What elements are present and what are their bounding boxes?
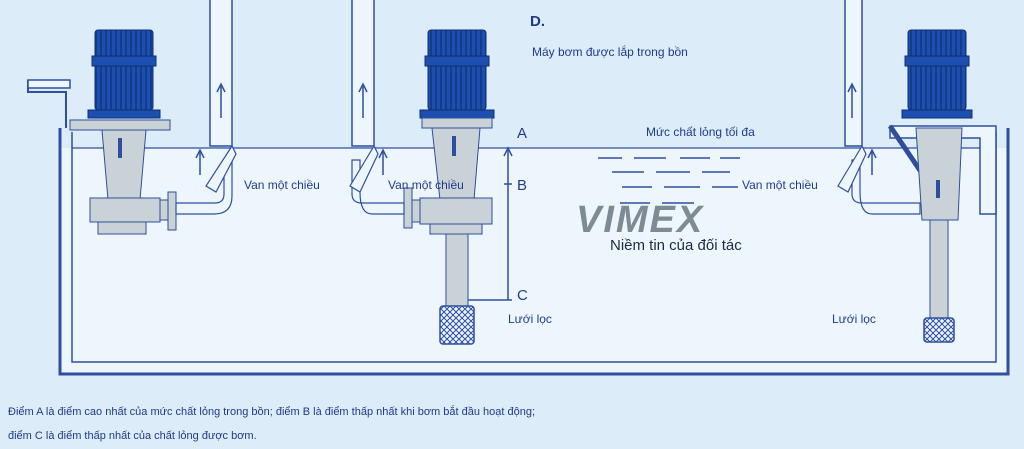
pump-right-shaft (936, 180, 940, 198)
filter-right (923, 317, 955, 343)
motor-right-flange (901, 109, 973, 119)
surface-dashes (598, 157, 740, 204)
check-valve-right (837, 144, 867, 193)
suction-pipe-right (929, 219, 949, 319)
pipe-right-riser (844, 0, 863, 147)
pipe-middle-elbow (351, 159, 405, 215)
pump-middle-inlet-flange (429, 223, 483, 235)
pump-left-column (101, 129, 147, 201)
point-b-label: B (517, 177, 527, 194)
pump-middle-casing (419, 197, 493, 225)
motor-middle (427, 29, 487, 111)
diagram-subtitle: Máy bơm được lắp trong bồn (532, 44, 688, 59)
filter-label-right: Lưới lọc (832, 312, 876, 326)
level-arrow-top (503, 146, 513, 157)
motor-left-flange (87, 109, 161, 119)
pump-left-plate (69, 119, 171, 131)
max-level-label: Mức chất lỏng tối đa (646, 125, 755, 139)
logo-brand: VIMEX (576, 199, 705, 241)
motor-middle-flange (419, 109, 495, 119)
tank-inner-wall (71, 132, 997, 363)
level-markers (468, 146, 513, 301)
motor-middle-band (424, 55, 490, 67)
pump-right (837, 0, 997, 343)
flow-arrow-right (847, 82, 857, 118)
motor-right-band (904, 55, 970, 67)
vimex-logo: VIMEX Niềm tin của đối tác (576, 199, 742, 254)
logo-slogan: Niềm tin của đối tác (610, 237, 742, 254)
pump-right-column (915, 127, 963, 221)
pipe-left-riser (209, 0, 233, 147)
note-line-1: Điểm A là điểm cao nhất của mức chất lỏn… (8, 406, 536, 418)
pump-left-inlet (97, 221, 147, 235)
pump-middle-plate (421, 117, 493, 129)
pump-middle (349, 0, 495, 345)
pump-left-flange (167, 191, 177, 231)
check-valve-label-right: Van một chiều (742, 178, 818, 192)
check-valve-label-middle: Van một chiều (388, 178, 464, 192)
pump-left-casing (89, 197, 161, 223)
pump-middle-outlet (411, 199, 421, 223)
filter-middle (439, 305, 475, 345)
flow-arrow-middle (358, 82, 368, 118)
check-valve-middle (349, 144, 379, 193)
pipe-middle-riser (351, 0, 375, 147)
pump-left-outlet (159, 199, 169, 221)
flow-arrow-left (216, 82, 226, 118)
suction-pipe-middle (445, 233, 469, 307)
pump-right-frame (889, 125, 997, 215)
check-valve-left (205, 144, 237, 193)
point-c-label: C (517, 287, 528, 304)
check-valve-label-left: Van một chiều (244, 178, 320, 192)
motor-right (907, 29, 967, 111)
motor-left (94, 29, 154, 111)
pump-left (69, 0, 237, 235)
valve-arrow-left (195, 148, 205, 175)
note-line-2: điểm C là điểm thấp nhất của chất lỏng đ… (8, 430, 257, 442)
pump-middle-flange (403, 187, 413, 229)
point-a-label: A (517, 125, 527, 142)
pump-middle-shaft (452, 136, 456, 156)
valve-arrow-middle (378, 148, 388, 175)
valve-arrow-right (867, 148, 877, 175)
filter-label-middle: Lưới lọc (508, 312, 552, 326)
liquid-area (60, 148, 1008, 374)
pump-left-shaft (118, 138, 122, 158)
diagram-heading: D. (530, 13, 545, 30)
motor-left-band (91, 55, 157, 67)
tank-outer-wall (58, 128, 1010, 376)
mount-plate (27, 79, 71, 89)
